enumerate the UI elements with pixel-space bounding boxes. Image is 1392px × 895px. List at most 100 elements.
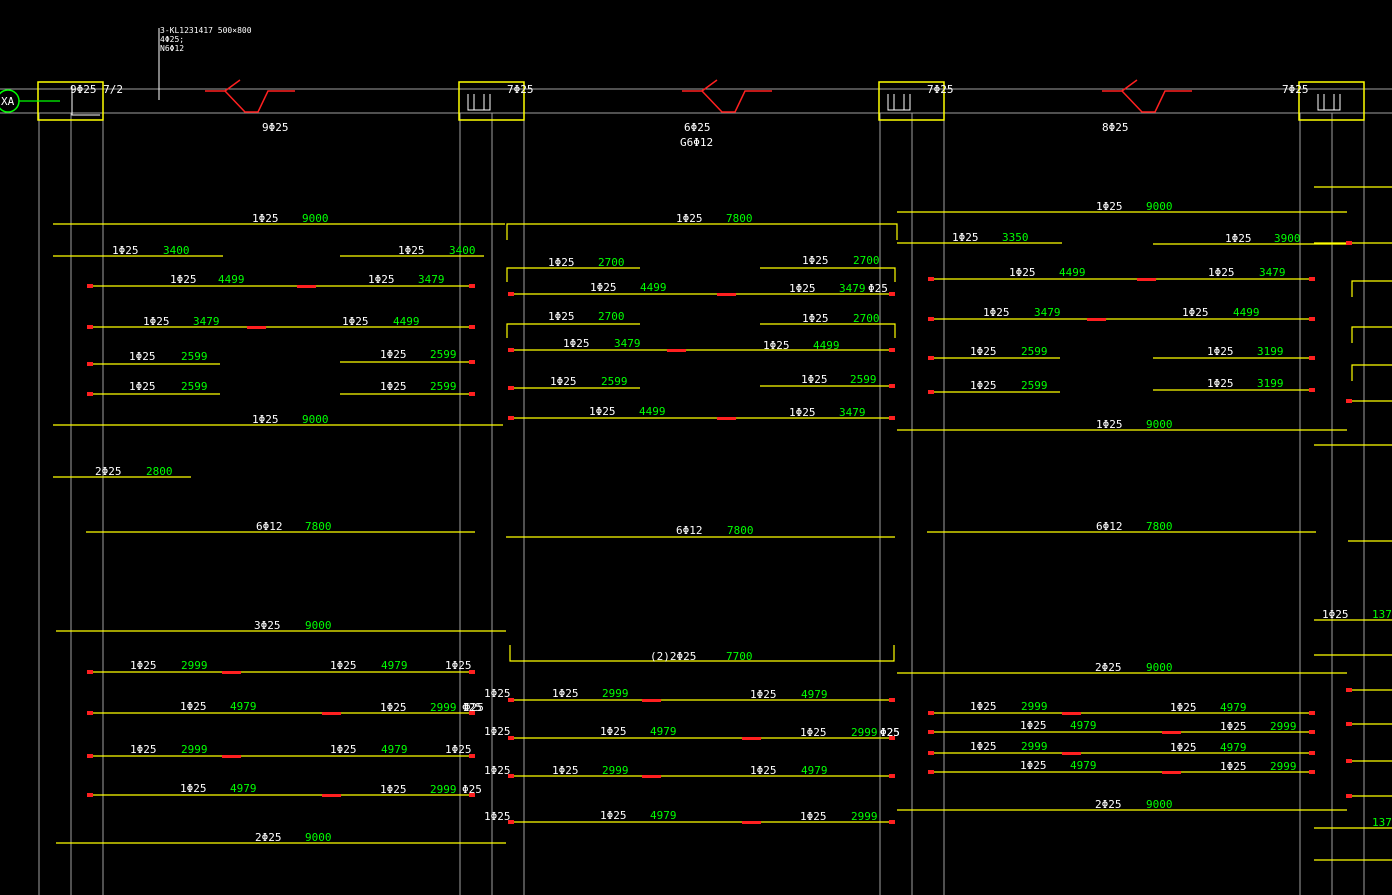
rebar-label: 1Φ25 — [380, 380, 407, 393]
rebar-length: 2700 — [853, 312, 880, 325]
rebar-label: 1Φ25 — [1220, 720, 1247, 733]
rebar-length: 2599 — [430, 348, 457, 361]
rebar-length: 2999 — [430, 701, 457, 714]
rebar-length: 2999 — [1270, 760, 1297, 773]
rebar-length: 4499 — [393, 315, 420, 328]
rebar-length: 3479 — [614, 337, 641, 350]
rebar-label: 1Φ25 — [590, 281, 617, 294]
rebar-length: 2999 — [1021, 740, 1048, 753]
rebar-label: 1Φ25 — [552, 764, 579, 777]
rebar-length: 2599 — [430, 380, 457, 393]
rebar-length: 3900 — [1274, 232, 1301, 245]
rebar-label: 1Φ25 — [983, 306, 1010, 319]
beam-note-line2: 4Φ25; — [160, 35, 184, 44]
rebar-label: 1Φ25 — [1096, 200, 1123, 213]
rebar-label: 1Φ25 — [129, 380, 156, 393]
rebar-label: 1Φ25 — [1220, 760, 1247, 773]
axis-bubble[interactable]: XA — [0, 89, 60, 113]
svg-text:1Φ25: 1Φ25 — [484, 810, 511, 823]
rebar-length: 4499 — [639, 405, 666, 418]
rebar-label: 1Φ25 — [550, 375, 577, 388]
beam-note-line3: N6Φ12 — [160, 44, 184, 53]
column-box-3[interactable] — [878, 81, 945, 121]
rebar-length: 2999 — [851, 810, 878, 823]
svg-text:1Φ25: 1Φ25 — [484, 687, 511, 700]
rebar-label: 1Φ25 — [548, 310, 575, 323]
rebar-label: 1Φ25 — [600, 809, 627, 822]
rebar-length: 4979 — [650, 725, 677, 738]
rebar-label: 6Φ12 — [1096, 520, 1123, 533]
rebar-length: 4499 — [813, 339, 840, 352]
rebar-label: 1Φ25 — [330, 659, 357, 672]
rebar-length: 3199 — [1257, 377, 1284, 390]
rebar-label: 1Φ25 — [1020, 719, 1047, 732]
top-labels: 9Φ25 7/2 7Φ25 7Φ25 7Φ25 9Φ25 6Φ25 G6Φ12 … — [70, 83, 1309, 149]
col4-top-label: 7Φ25 — [1282, 83, 1309, 96]
column-sections[interactable] — [37, 81, 1365, 121]
rebar-label: 1Φ25 — [129, 350, 156, 363]
rebar-label: 1Φ25 — [789, 282, 816, 295]
rebar-length: 9000 — [1146, 200, 1173, 213]
rebar-label: 1Φ25 — [589, 405, 616, 418]
rebar-length: 4979 — [1220, 701, 1247, 714]
svg-text:1Φ25: 1Φ25 — [484, 764, 511, 777]
bent-bar-symbols — [205, 79, 1192, 113]
rebar-label: 1Φ25 — [1207, 377, 1234, 390]
rebar-label: 1Φ25 — [802, 254, 829, 267]
rebar-label: 1Φ25 — [1170, 701, 1197, 714]
beam-note: 3-KL1231417 500×800 4Φ25; N6Φ12 — [158, 26, 252, 100]
rebar-lines[interactable] — [53, 186, 1392, 861]
rebar-length: 7800 — [727, 524, 754, 537]
rebar-length: 3400 — [163, 244, 190, 257]
rebar-label: 2Φ25 — [1095, 798, 1122, 811]
rebar-label: 1Φ25 — [600, 725, 627, 738]
col1-top-label: 9Φ25 7/2 — [70, 83, 123, 96]
rebar-length: 2999 — [602, 687, 629, 700]
rebar-label: 1Φ25 — [1322, 608, 1349, 621]
svg-text:Φ25: Φ25 — [462, 701, 482, 714]
rebar-length: 2599 — [850, 373, 877, 386]
rebar-length: 3400 — [449, 244, 476, 257]
rebar-label: 2Φ25 — [255, 831, 282, 844]
span3-bottom-label: 8Φ25 — [1102, 121, 1129, 134]
rebar-length: 9000 — [305, 619, 332, 632]
rebar-label: 6Φ12 — [256, 520, 283, 533]
column-box-2[interactable] — [458, 81, 525, 121]
rebar-length: 7800 — [305, 520, 332, 533]
column-grid-lines — [0, 88, 1392, 895]
rebar-length: 3479 — [1034, 306, 1061, 319]
rebar-length: 2999 — [851, 726, 878, 739]
rebar-label: 1Φ25 — [801, 373, 828, 386]
rebar-label: 1Φ25 — [380, 783, 407, 796]
splice-markers — [87, 241, 1352, 824]
rebar-length: 4499 — [1233, 306, 1260, 319]
rebar-length: 3479 — [839, 282, 866, 295]
rebar-length: 9000 — [302, 413, 329, 426]
rebar-label: (2)2Φ25 — [650, 650, 696, 663]
span1-bottom-label: 9Φ25 — [262, 121, 289, 134]
rebar-length: 2599 — [1021, 379, 1048, 392]
rebar-label: 1Φ25 — [970, 345, 997, 358]
rebar-length: 7800 — [1146, 520, 1173, 533]
rebar-length: 2999 — [1270, 720, 1297, 733]
rebar-label: 1Φ25 — [1020, 759, 1047, 772]
svg-text:Φ25: Φ25 — [880, 726, 900, 739]
rebar-labels[interactable]: 1Φ25 9000 1Φ25 3400 1Φ25 3400 1Φ25 4499 1Φ25… — [95, 200, 1392, 844]
rebar-length: 2999 — [602, 764, 629, 777]
rebar-label: 1Φ25 — [750, 764, 777, 777]
rebar-length: 2599 — [601, 375, 628, 388]
rebar-label: 1Φ25 — [800, 810, 827, 823]
rebar-label: 1Φ25 — [130, 743, 157, 756]
rebar-length: 4979 — [801, 688, 828, 701]
support-labels: 1Φ25 1Φ25 1Φ25 1Φ25 Φ25 Φ25 Φ25 Φ25 Φ25 … — [445, 282, 900, 823]
rebar-label: 1Φ25 — [789, 406, 816, 419]
rebar-label: 1Φ25 — [800, 726, 827, 739]
rebar-length: 2999 — [1021, 700, 1048, 713]
column-box-4[interactable] — [1298, 81, 1365, 121]
rebar-length: 2599 — [1021, 345, 1048, 358]
beam-note-line1: 3-KL1231417 500×800 — [160, 26, 252, 35]
col2-top-label: 7Φ25 — [507, 83, 534, 96]
rebar-label: 1Φ25 — [1170, 741, 1197, 754]
